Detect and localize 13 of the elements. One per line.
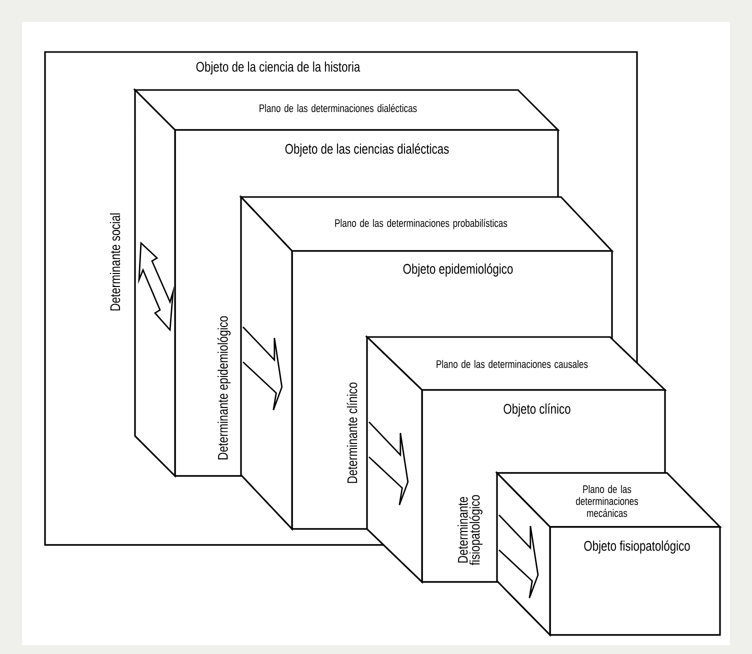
top-face-label: Plano de las determinaciones probabilísticas bbox=[335, 218, 508, 230]
front-face-label: Objeto de las ciencias dialécticas bbox=[285, 143, 449, 157]
front-face-label: Objeto epidemiológico bbox=[403, 263, 513, 277]
side-label: Determinante fisiopatológico bbox=[458, 495, 482, 566]
top-face-label: Plano de las determinaciones causales bbox=[436, 360, 588, 368]
side-label: Determinante social bbox=[110, 213, 120, 310]
top-face-label: Plano de las determinaciones mecánicas bbox=[576, 485, 638, 517]
top-face-label: Plano de las determinaciones dialécticas bbox=[260, 104, 417, 112]
frame-title: Objeto de la ciencia de la historia bbox=[196, 61, 360, 74]
front-face-label: Objeto clínico bbox=[504, 403, 570, 417]
front-face-label: Objeto fisiopatológico bbox=[584, 540, 690, 554]
side-label: Determinante clínico bbox=[346, 382, 358, 483]
side-label: Determinante epidemiológico bbox=[217, 316, 231, 460]
